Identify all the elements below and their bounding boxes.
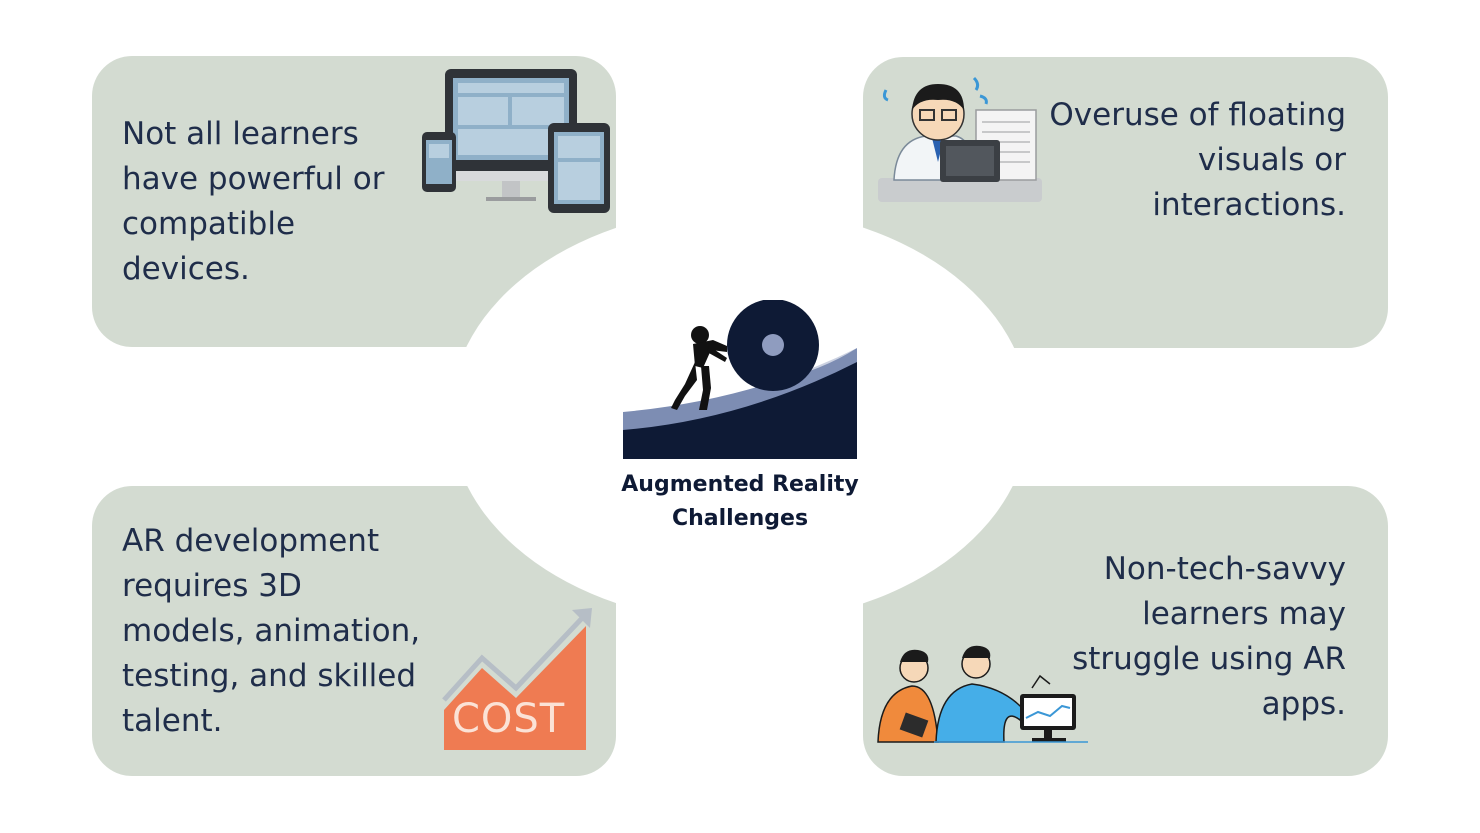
card-top-right-text: Overuse of floating visuals or interacti…	[1049, 97, 1346, 223]
devices-icon	[422, 69, 610, 213]
overwhelmed-worker-icon	[878, 76, 1042, 202]
center-title-line1: Augmented Reality	[621, 472, 859, 497]
card-top-left-text: Not all learners have powerful or compat…	[122, 116, 385, 287]
person-pushing-boulder-uphill-icon	[623, 300, 857, 459]
people-with-computer-icon	[877, 645, 1088, 743]
card-bottom-left-text: AR development requires 3D models, anima…	[122, 523, 421, 739]
center-title: Augmented Reality Challenges	[610, 468, 870, 536]
center-title-line2: Challenges	[671, 506, 809, 531]
cost-label: COST	[452, 696, 566, 742]
card-bottom-right-text: Non-tech-savvy learners may struggle usi…	[1072, 551, 1346, 722]
cost-rising-chart-icon	[442, 608, 592, 750]
